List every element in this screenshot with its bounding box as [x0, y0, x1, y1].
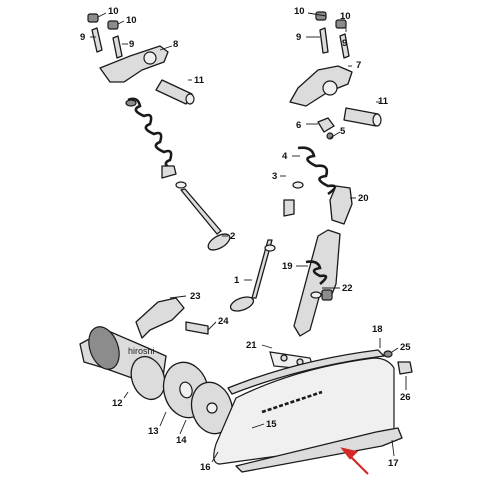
callout-4: 4: [282, 151, 288, 162]
callout-11-right: 11: [378, 96, 389, 107]
callout-19: 19: [282, 261, 293, 272]
left-valve-spring: [125, 97, 187, 189]
left-valve: [180, 188, 231, 251]
callout-9-right: 9: [296, 32, 301, 43]
callout-25: 25: [400, 342, 411, 353]
left-adjuster-nuts: [87, 13, 123, 59]
callout-13: 13: [148, 426, 159, 437]
right-rocker-shaft: [343, 107, 382, 127]
right-valve: [229, 239, 276, 312]
callout-21: 21: [246, 340, 257, 351]
callout-8: 8: [173, 39, 178, 50]
camshaft: [79, 326, 167, 401]
callout-23: 23: [190, 291, 201, 302]
callout-26: 26: [400, 392, 411, 403]
callout-15: 15: [266, 419, 277, 430]
callout-2: 2: [230, 231, 235, 242]
callout-18: 18: [372, 324, 383, 335]
callout-17: 17: [388, 458, 399, 469]
right-rocker-arm: [289, 65, 353, 107]
callout-22: 22: [342, 283, 353, 294]
tensioner-body: [293, 229, 341, 337]
chain-guide-lower: [235, 427, 403, 473]
callout-11-left: 11: [194, 75, 205, 86]
left-rocker-arm: [99, 45, 169, 83]
callout-9-right-b: 9: [342, 38, 347, 49]
callout-12: 12: [112, 398, 123, 409]
callout-16: 16: [200, 462, 211, 473]
callout-7: 7: [356, 60, 361, 71]
callout-10-right-a: 10: [294, 6, 305, 17]
callout-10-right-b: 10: [340, 11, 351, 22]
callout-3: 3: [272, 171, 277, 182]
left-rocker-shaft: [155, 79, 195, 105]
right-valve-spring: [283, 117, 337, 217]
callout-5: 5: [340, 126, 346, 137]
callout-labels: 10 10 9 9 8 11 2 10 10 9 9 7 11 5 6 4 3 …: [80, 6, 411, 473]
leader-lines: [90, 12, 407, 463]
callout-10-left-a: 10: [108, 6, 119, 17]
callout-24: 24: [218, 316, 229, 327]
callout-9-left-b: 9: [129, 39, 134, 50]
callout-6: 6: [296, 120, 301, 131]
watermark-text: hiroshi: [128, 346, 155, 356]
callout-1: 1: [234, 275, 240, 286]
guide-pivot-bolt: [383, 350, 413, 375]
tensioner-cap: [329, 185, 353, 225]
callout-20: 20: [358, 193, 369, 204]
cam-sprocket: [190, 381, 234, 435]
callout-10-left-b: 10: [126, 15, 137, 26]
cam-holder-bracket: [135, 297, 209, 339]
red-indicator-arrow: [340, 447, 369, 475]
callout-14: 14: [176, 435, 187, 446]
callout-9-left: 9: [80, 32, 85, 43]
